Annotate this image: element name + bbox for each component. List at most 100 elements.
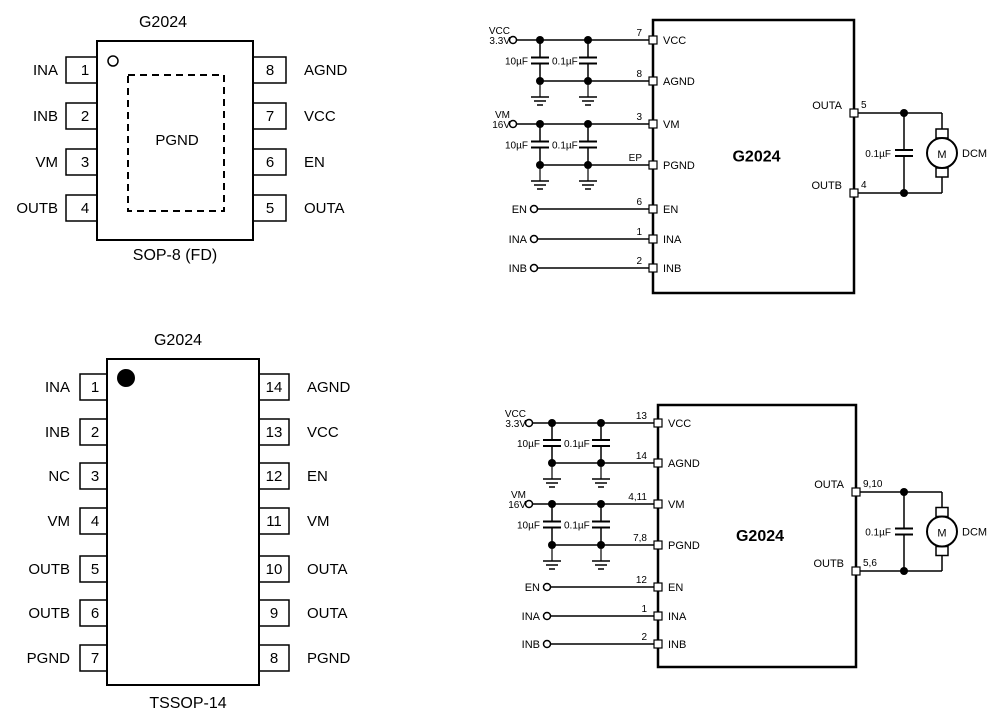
sop8-left-pin-name: OUTB (16, 200, 58, 217)
sop8-right-pin-name: AGND (304, 62, 348, 79)
tssop14-right-pin-name: EN (307, 468, 328, 485)
pin-pgnd-name: PGND (668, 540, 700, 552)
pin-vm-number: 4,11 (628, 492, 647, 503)
tssop14-right-pin-7 (258, 644, 290, 672)
motor-name: DCM (962, 148, 987, 160)
tssop14-left-pin-2 (79, 418, 108, 446)
motor-brush-top (935, 506, 949, 518)
tssop14-left-pin-number: 2 (91, 424, 99, 441)
tssop14-left-pin-name: VM (48, 513, 71, 530)
pin-ina-pad (653, 611, 663, 621)
tssop14-left-pin-number: 5 (91, 561, 99, 578)
vcc-supply-voltage: 3.3V (505, 419, 526, 430)
motor-symbol-letter: M (937, 149, 946, 161)
bulk-capacitor-value: 10µF (517, 521, 540, 532)
input-terminal (508, 119, 518, 129)
tssop14-right-pin-6 (258, 599, 290, 627)
pin1-marker-circle (107, 55, 119, 67)
pin-en-pad (648, 204, 658, 214)
tssop14-right-pin-2 (258, 418, 290, 446)
pin-pgnd-pad (648, 160, 658, 170)
sop8-right-pin-name: VCC (304, 108, 336, 125)
pin-inb-number: 2 (641, 632, 647, 643)
pin-ina-pad (648, 234, 658, 244)
tssop14-body (106, 358, 260, 686)
tssop14-right-pin-name: OUTA (307, 605, 348, 622)
sop8-title: G2024 (139, 14, 187, 31)
input-terminal (529, 204, 539, 214)
tssop14-right-pin-number: 8 (270, 650, 278, 667)
tssop14-left-pin-number: 3 (91, 468, 99, 485)
pin-agnd-number: 14 (636, 451, 648, 462)
sop8-left-pin-4 (65, 194, 98, 222)
pin-outb-name: OUTB (811, 180, 842, 192)
sop8-left-pin-number: 3 (81, 154, 89, 171)
en-input-label: EN (525, 582, 540, 594)
tssop14-right-pin-name: OUTA (307, 561, 348, 578)
tssop14-left-pin-name: NC (48, 468, 70, 485)
pin-outa-pad (849, 108, 859, 118)
input-terminal (542, 611, 552, 621)
bulk-capacitor-value: 10µF (505, 141, 528, 152)
tssop14-left-pin-name: PGND (27, 650, 71, 667)
pin-vm-pad (648, 119, 658, 129)
sop8-right-pin-name: EN (304, 154, 325, 171)
tssop14-right-pin-name: VCC (307, 424, 339, 441)
pin-agnd-pad (648, 76, 658, 86)
input-terminal (529, 234, 539, 244)
sop8-body (96, 40, 254, 241)
tssop14-right-pin-number: 12 (266, 468, 283, 485)
sop8-left-pin-name: INB (33, 108, 58, 125)
pin-en-name: EN (663, 204, 678, 216)
tssop14-right-pin-number: 14 (266, 379, 283, 396)
bypass-capacitor-value: 0.1µF (552, 141, 578, 152)
pin-pgnd-number: EP (629, 153, 643, 164)
pin-vcc-name: VCC (663, 35, 686, 47)
pin-outb-pad (851, 566, 861, 576)
motor-name: DCM (962, 527, 987, 539)
tssop14-left-pin-number: 7 (91, 650, 99, 667)
pin-vcc-number: 13 (636, 411, 648, 422)
tssop14-left-pin-number: 4 (91, 513, 99, 530)
input-terminal (542, 582, 552, 592)
tssop14-right-pin-number: 11 (266, 513, 282, 530)
vcc-supply-voltage: 3.3V (489, 36, 510, 47)
pin-outb-name: OUTB (813, 558, 844, 570)
pin-ina-name: INA (663, 234, 682, 246)
bypass-capacitor-value: 0.1µF (552, 57, 578, 68)
pin-outb-number: 5,6 (863, 558, 877, 569)
tssop14-caption: TSSOP-14 (149, 695, 226, 712)
sop8-right-pin-4 (252, 194, 287, 222)
vm-supply-voltage: 16V (492, 120, 510, 131)
pin-vcc-pad (648, 35, 658, 45)
bulk-capacitor-value: 10µF (517, 439, 540, 450)
motor-brush-bottom (935, 167, 949, 178)
exposed-pad-label: PGND (155, 132, 199, 149)
motor-brush-bottom (935, 545, 949, 557)
bypass-capacitor-value: 0.1µF (564, 439, 590, 450)
tssop14-right-pin-number: 9 (270, 605, 278, 622)
tssop14-right-pin-5 (258, 555, 290, 583)
tssop14-left-pin-3 (79, 462, 108, 490)
vm-supply-voltage: 16V (508, 500, 526, 511)
dc-motor-symbol (926, 137, 958, 169)
pin-agnd-name: AGND (668, 458, 700, 470)
pin-agnd-pad (653, 458, 663, 468)
sop8-left-pin-number: 1 (81, 62, 89, 79)
input-terminal (508, 35, 518, 45)
tssop14-package: G2024TSSOP-141INA2INB3NC4VM5OUTB6OUTB7PG… (27, 332, 351, 712)
pin-inb-number: 2 (636, 256, 642, 267)
exposed-pad-outline (127, 74, 225, 212)
pin-vcc-number: 7 (636, 28, 642, 39)
pin-vm-name: VM (668, 499, 685, 511)
pin-ina-number: 1 (641, 604, 647, 615)
pin-vm-name: VM (663, 119, 680, 131)
vcc-supply-name: VCC (505, 409, 526, 420)
sop8-right-pin-2 (252, 102, 287, 130)
sop8-right-pin-number: 8 (266, 62, 274, 79)
sop8-left-pin-1 (65, 56, 98, 84)
tssop14-left-pin-name: INA (45, 379, 70, 396)
pin-outa-pad (851, 487, 861, 497)
